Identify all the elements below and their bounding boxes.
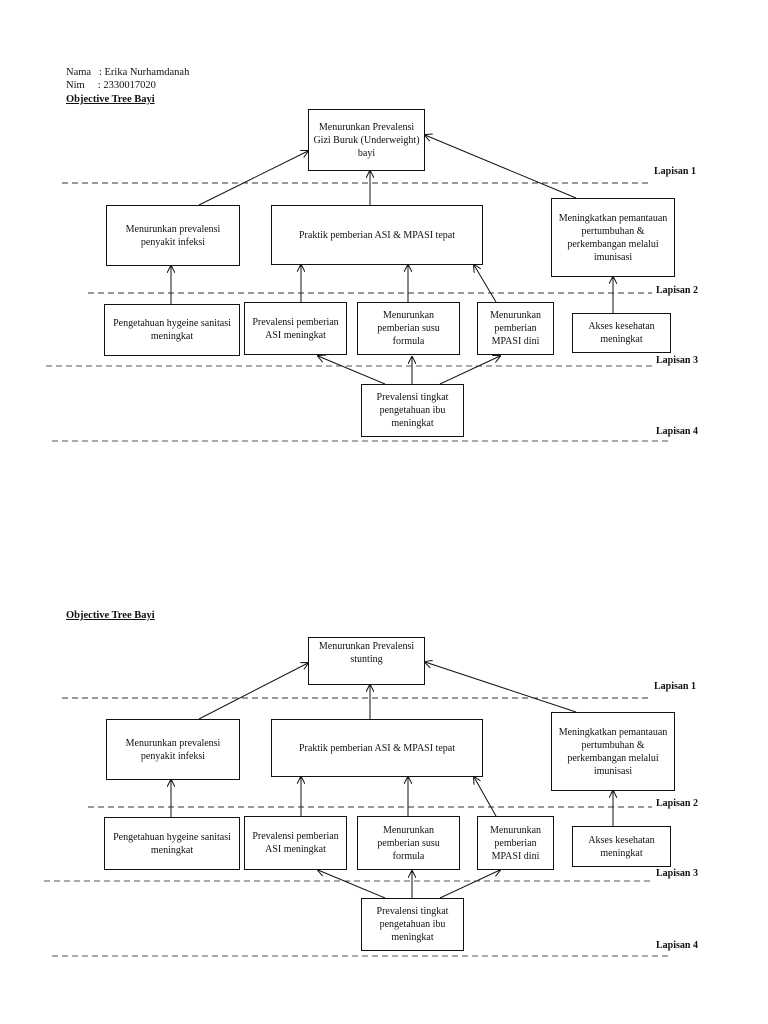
layer-2-label: Lapisan 2: [656, 285, 698, 296]
asi-prevalence-label: Prevalensi pemberian ASI meningkat: [252, 831, 339, 855]
formula-label: Menurunkan pemberian susu formula: [377, 824, 440, 862]
access-label: Akses kesehatan meningkat: [588, 834, 655, 859]
student-info: Nama : Erika Nurhamdanah Nim : 233001702…: [66, 66, 189, 92]
access-label: Akses kesehatan meningkat: [588, 321, 655, 345]
asi-mpasi-label: Praktik pemberian ASI & MPASI tepat: [298, 742, 455, 754]
infection-label: Menurunkan prevalensi penyakit infeksi: [125, 737, 221, 762]
arrow: [318, 356, 386, 385]
goal-box: Menurunkan Prevalensi stunting: [308, 637, 425, 685]
arrow: [198, 663, 308, 720]
goal-label: Menurunkan Prevalensi stunting: [318, 641, 415, 665]
asi-mpasi-box: Praktik pemberian ASI & MPASI tepat: [271, 719, 483, 777]
diagram-title: Objective Tree Bayi: [66, 94, 155, 105]
layer-3-label: Lapisan 3: [656, 355, 698, 366]
layer-4-label: Lapisan 4: [656, 426, 698, 437]
arrow: [425, 135, 577, 199]
monitoring-label: Meningkatkan pemantauan pertumbuhan & pe…: [558, 212, 668, 263]
student-name: Nama : Erika Nurhamdanah: [66, 67, 190, 78]
asi-prevalence-box: Prevalensi pemberian ASI meningkat: [244, 816, 347, 870]
hygiene-label: Pengetahuan hygeine sanitasi meningkat: [113, 831, 231, 856]
mpasi-box: Menurunkan pemberian MPASI dini: [477, 816, 554, 870]
mpasi-box: Menurunkan pemberian MPASI dini: [477, 302, 554, 355]
monitoring-label: Meningkatkan pemantauan pertumbuhan & pe…: [558, 726, 668, 777]
arrow: [474, 265, 497, 303]
formula-box: Menurunkan pemberian susu formula: [357, 816, 460, 870]
hygiene-label: Pengetahuan hygeine sanitasi meningkat: [113, 318, 231, 342]
layer-2-label: Lapisan 2: [656, 798, 698, 809]
hygiene-box: Pengetahuan hygeine sanitasi meningkat: [104, 817, 240, 870]
asi-mpasi-box: Praktik pemberian ASI & MPASI tepat: [271, 205, 483, 265]
arrow: [439, 356, 500, 385]
knowledge-box: Prevalensi tingkat pengetahuan ibu menin…: [361, 898, 464, 951]
access-box: Akses kesehatan meningkat: [572, 313, 671, 353]
layer-3-label: Lapisan 3: [656, 868, 698, 879]
knowledge-box: Prevalensi tingkat pengetahuan ibu menin…: [361, 384, 464, 437]
goal-box: Menurunkan Prevalensi Gizi Buruk (Underw…: [308, 109, 425, 171]
arrow: [318, 870, 386, 899]
monitoring-box: Meningkatkan pemantauan pertumbuhan & pe…: [551, 198, 675, 277]
mpasi-label: Menurunkan pemberian MPASI dini: [489, 310, 542, 347]
goal-label: Menurunkan Prevalensi Gizi Buruk (Underw…: [313, 121, 420, 159]
knowledge-label: Prevalensi tingkat pengetahuan ibu menin…: [376, 392, 449, 429]
mpasi-label: Menurunkan pemberian MPASI dini: [489, 824, 542, 862]
asi-mpasi-label: Praktik pemberian ASI & MPASI tepat: [298, 229, 455, 241]
diagram-title: Objective Tree Bayi: [66, 610, 155, 621]
asi-prevalence-label: Prevalensi pemberian ASI meningkat: [252, 316, 339, 341]
infection-box: Menurunkan prevalensi penyakit infeksi: [106, 205, 240, 266]
arrow: [198, 151, 308, 206]
infection-label: Menurunkan prevalensi penyakit infeksi: [125, 223, 221, 248]
layer-1-label: Lapisan 1: [654, 166, 696, 177]
infection-box: Menurunkan prevalensi penyakit infeksi: [106, 719, 240, 780]
layer-1-label: Lapisan 1: [654, 681, 696, 692]
student-nim: Nim : 2330017020: [66, 80, 156, 91]
arrow: [474, 777, 497, 817]
knowledge-label: Prevalensi tingkat pengetahuan ibu menin…: [376, 906, 449, 943]
layer-4-label: Lapisan 4: [656, 940, 698, 951]
arrow: [425, 662, 577, 713]
formula-box: Menurunkan pemberian susu formula: [357, 302, 460, 355]
arrow: [439, 870, 500, 899]
access-box: Akses kesehatan meningkat: [572, 826, 671, 867]
formula-label: Menurunkan pemberian susu formula: [377, 310, 440, 347]
monitoring-box: Meningkatkan pemantauan pertumbuhan & pe…: [551, 712, 675, 791]
hygiene-box: Pengetahuan hygeine sanitasi meningkat: [104, 304, 240, 356]
asi-prevalence-box: Prevalensi pemberian ASI meningkat: [244, 302, 347, 355]
